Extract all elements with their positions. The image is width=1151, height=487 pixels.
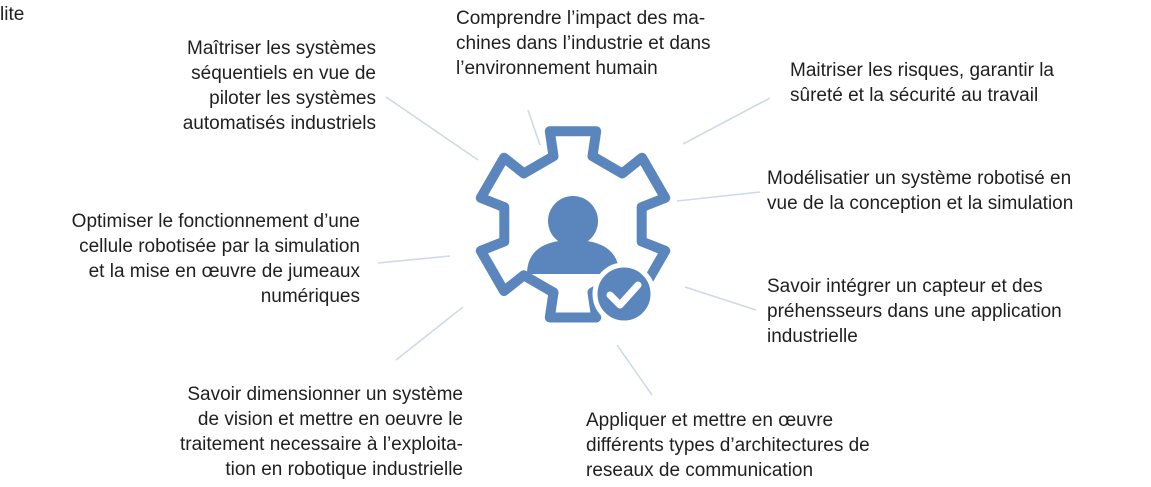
gear-icon	[475, 126, 671, 323]
competency-line: traitement necessaire à l’exploita-	[179, 434, 463, 455]
corner-label-text: lite	[0, 4, 25, 25]
user-head-icon	[548, 196, 598, 246]
gear-user-check-icon	[475, 126, 671, 326]
connector-line-bottom	[616, 344, 653, 396]
competency-line: numériques	[260, 286, 360, 307]
competency-line: Savoir intégrer un capteur et des	[767, 276, 1043, 297]
competency-line: piloter les systèmes	[209, 88, 376, 109]
connector-line-top-right	[682, 97, 771, 145]
competency-vision: Savoir dimensionner un système de vision…	[180, 382, 463, 482]
connector-line-top	[527, 109, 541, 146]
competency-line: chines dans l’industrie et dans	[456, 33, 711, 54]
competency-line: Savoir dimensionner un système	[187, 384, 463, 405]
competency-maitriser-risques: Maitriser les risques, garantir la sûret…	[790, 58, 1054, 108]
competency-line: de vision et mettre en oeuvre le	[197, 409, 463, 430]
competency-line: l’environnement humain	[456, 58, 658, 79]
competency-line: automatisés industriels	[182, 113, 376, 134]
check-mark-icon	[606, 281, 642, 309]
competency-optimiser: Optimiser le fonctionnement d’une cellul…	[72, 209, 360, 309]
corner-label: lite	[0, 2, 24, 27]
connector-line-left	[377, 255, 451, 264]
competency-comprendre: Comprendre l’impact des ma- chines dans …	[456, 6, 711, 81]
competency-line: Optimiser le fonctionnement d’une	[71, 211, 360, 232]
competency-line: industrielle	[767, 326, 858, 347]
competency-line: et la mise en œuvre de jumeaux	[88, 261, 360, 282]
competency-reseaux: Appliquer et mettre en œuvre différents …	[586, 408, 870, 483]
competency-line: Modélisatier un système robotisé en	[767, 168, 1072, 189]
user-body-icon	[527, 240, 619, 274]
competency-line: cellule robotisée par la simulation	[79, 236, 360, 257]
connector-line-top-left	[385, 96, 479, 161]
connector-line-right	[676, 191, 761, 202]
competency-line: reseaux de communication	[586, 460, 814, 481]
competency-line: Appliquer et mettre en œuvre	[586, 410, 834, 431]
competency-line: Maitriser les risques, garantir la	[790, 60, 1054, 81]
competency-line: préhensseurs dans une application	[767, 301, 1062, 322]
competency-modelisatier: Modélisatier un système robotisé en vue …	[767, 166, 1073, 216]
competency-line: tion en robotique industrielle	[225, 459, 463, 480]
competency-line: sûreté et la sécurité au travail	[790, 85, 1039, 106]
competency-line: Comprendre l’impact des ma-	[456, 8, 706, 29]
check-badge-icon	[592, 262, 656, 326]
competency-line: vue de la conception et la simulation	[767, 193, 1074, 214]
competency-line: séquentiels en vue de	[191, 63, 376, 84]
connector-line-bottom-right	[684, 286, 757, 311]
competency-line: Maîtriser les systèmes	[187, 38, 376, 59]
competency-capteur: Savoir intégrer un capteur et des préhen…	[767, 274, 1062, 349]
connector-lines	[377, 96, 771, 396]
competency-maitriser-sequentiels: Maîtriser les systèmes séquentiels en vu…	[183, 36, 376, 136]
competency-line: différents types d’architectures de	[586, 435, 870, 456]
connector-line-bottom-left	[395, 306, 464, 361]
